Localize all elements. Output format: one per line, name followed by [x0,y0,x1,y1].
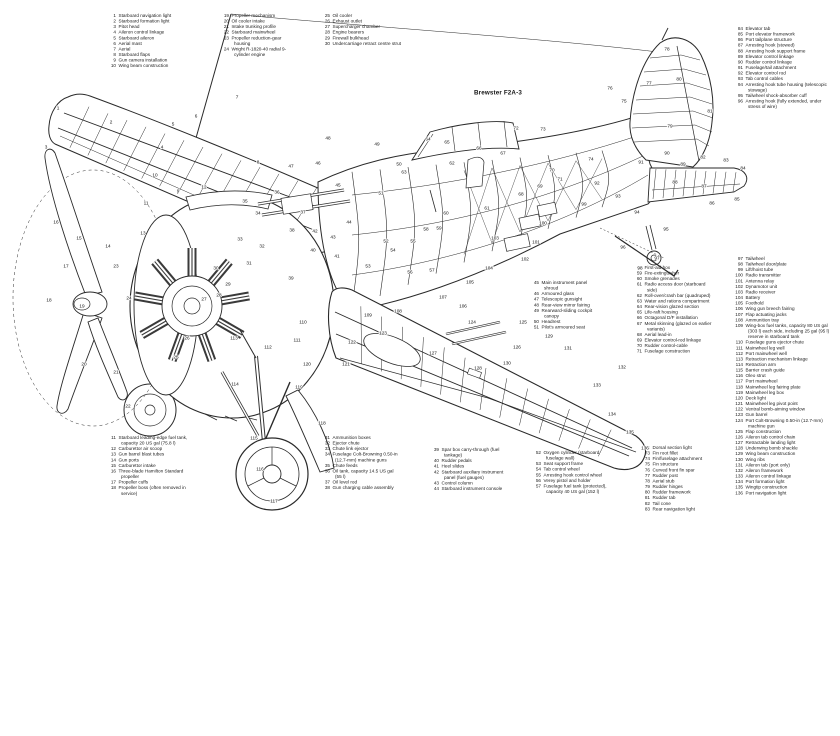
pilot-seat [466,157,484,188]
aerial-stub [662,28,668,40]
engine-cowling [130,191,334,421]
figure-title: Brewster F2A-3 [474,89,522,96]
tail-fin [630,28,713,167]
